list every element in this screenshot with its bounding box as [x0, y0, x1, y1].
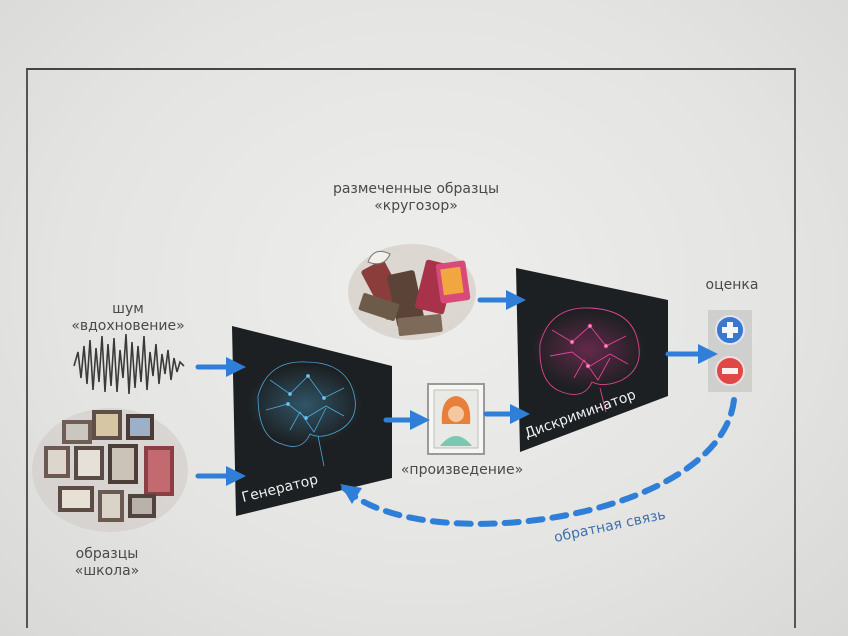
noise-label-line2: «вдохновение» [71, 318, 185, 334]
noise-label: шум «вдохновение» [60, 301, 196, 335]
school-samples-label-line1: образцы [75, 546, 139, 562]
school-samples-label: образцы «школа» [52, 546, 162, 580]
noise-waveform-icon [73, 333, 185, 395]
school-samples-image [32, 408, 188, 532]
minus-icon[interactable] [715, 356, 745, 386]
school-samples-label-line2: «школа» [74, 563, 140, 579]
labeled-samples-label-line1: размеченные образцы [332, 181, 500, 197]
generator-panel [232, 326, 392, 516]
artwork-portrait-icon [427, 383, 485, 455]
noise-label-line1: шум [112, 301, 144, 317]
discriminator-brain-icon [539, 307, 640, 413]
labeled-samples-image [348, 244, 476, 340]
score-label: оценка [705, 277, 759, 293]
generator-brain-icon [257, 361, 356, 467]
artwork-label: «произведение» [400, 462, 524, 478]
labeled-samples-label: размеченные образцы «кругозор» [318, 181, 514, 215]
discriminator-panel [516, 268, 668, 452]
score-indicator [708, 310, 752, 392]
slide-frame [26, 68, 796, 628]
feedback-arrowhead [340, 484, 362, 504]
plus-icon[interactable] [715, 315, 745, 345]
labeled-samples-label-line2: «кругозор» [374, 198, 458, 214]
feedback-arrow [341, 397, 737, 527]
